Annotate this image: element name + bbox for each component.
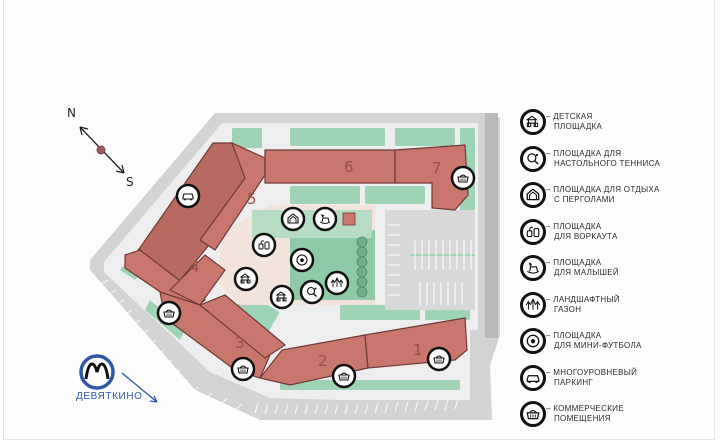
football-icon xyxy=(520,328,546,355)
football-marker[interactable] xyxy=(289,247,315,273)
table-tennis-marker[interactable] xyxy=(299,279,325,305)
workout-marker[interactable] xyxy=(251,232,277,258)
building-number-2: 2 xyxy=(318,352,328,370)
kids-playground-marker-2[interactable] xyxy=(269,284,295,310)
metro-logo xyxy=(79,354,158,403)
shopping-basket-icon xyxy=(520,401,546,428)
commercial-marker-3[interactable] xyxy=(230,356,256,382)
lawn-marker[interactable] xyxy=(324,270,350,296)
building-number-1: 1 xyxy=(413,341,423,359)
metro-station-name: ДЕВЯТКИНО xyxy=(76,391,143,402)
compass xyxy=(79,126,125,174)
parking-lot-east xyxy=(385,210,475,310)
commercial-marker-2[interactable] xyxy=(331,363,357,389)
south-arrow-icon xyxy=(115,164,125,174)
rocking-horse-icon xyxy=(520,255,546,282)
compass-north-label: N xyxy=(67,106,76,120)
pergola-icon xyxy=(520,182,546,209)
parking-marker[interactable] xyxy=(175,183,201,209)
pergola-marker[interactable] xyxy=(280,206,306,232)
building-number-7: 7 xyxy=(432,159,442,177)
toddler-playground-marker[interactable] xyxy=(312,206,338,232)
commercial-marker-4[interactable] xyxy=(156,300,182,326)
compass-center-dot xyxy=(96,145,106,155)
building-number-3: 3 xyxy=(235,334,245,352)
commercial-marker-1[interactable] xyxy=(426,346,452,372)
compass-south-label: S xyxy=(126,175,134,189)
lawn-icon xyxy=(520,291,546,318)
kids-playground-marker-1[interactable] xyxy=(233,266,259,292)
building-number-4: 4 xyxy=(190,258,200,276)
pergola-square xyxy=(342,212,356,226)
table-tennis-icon xyxy=(520,145,546,172)
north-arrow-icon xyxy=(79,126,89,136)
playground-icon xyxy=(520,109,546,136)
car-parking-icon xyxy=(520,364,546,391)
building-number-5: 5 xyxy=(247,190,257,208)
commercial-marker-7[interactable] xyxy=(450,165,476,191)
building-7-block xyxy=(394,144,469,211)
parking-bays-south xyxy=(254,398,459,415)
side-road xyxy=(485,113,498,338)
direction-arrow-icon xyxy=(121,372,158,403)
building-6-block xyxy=(264,149,396,184)
workout-icon xyxy=(520,218,546,245)
building-number-6: 6 xyxy=(344,158,354,176)
map-markers xyxy=(156,165,476,389)
parking-bays-west xyxy=(99,279,243,411)
